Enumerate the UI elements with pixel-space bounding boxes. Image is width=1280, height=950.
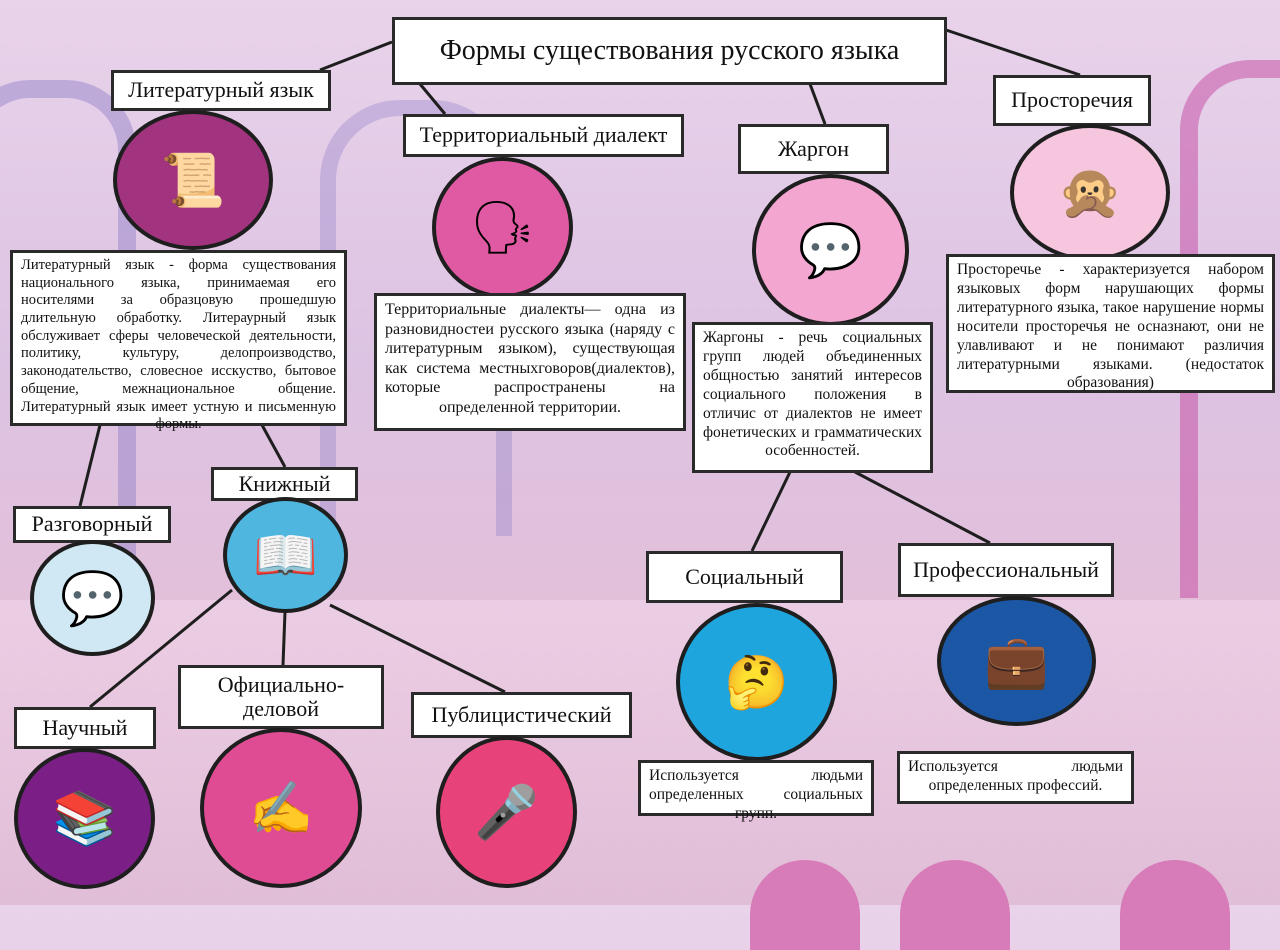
connector-line: [808, 83, 827, 125]
connector-line: [78, 424, 102, 507]
node-vernacular-description: Просторечье - характеризуется набором яз…: [946, 254, 1275, 393]
node-literary-label: Литературный язык: [111, 70, 331, 111]
connector-lines: [78, 28, 1081, 709]
connector-line: [945, 28, 1081, 77]
node-social-description: Используется людьми определенных социаль…: [638, 760, 874, 822]
book-letters-icon: 📚: [14, 748, 155, 889]
open-book-icon: 📖: [223, 497, 348, 613]
node-dialect-description: Территориальные диалекты— одна из разнов…: [374, 293, 686, 431]
node-journalistic-label: Публицистический: [411, 692, 632, 738]
page-title: Формы существования русского языка: [392, 17, 947, 85]
node-jargon-description: Жаргоны - речь социальных групп людей об…: [692, 322, 933, 473]
node-jargon-label: Жаргон: [738, 124, 889, 174]
node-bookish-label: Книжный: [211, 467, 358, 501]
connector-line: [418, 83, 447, 115]
scrolls-quill-icon: 📜: [113, 110, 273, 250]
people-talking-icon: 🗣: [432, 157, 573, 298]
node-dialect-label: Территориальный диалект: [403, 114, 684, 157]
signing-document-icon: ✍: [200, 728, 362, 888]
girl-thinking-icon: 🤔: [676, 603, 837, 761]
node-professional-description: Используется людьми определенных професс…: [897, 751, 1134, 804]
connector-line: [89, 588, 233, 709]
connector-line: [854, 470, 991, 545]
connector-line: [281, 611, 287, 666]
node-colloquial-label: Разговорный: [13, 506, 171, 543]
comic-girl-icon: 🙊: [1010, 124, 1170, 261]
connector-line: [319, 40, 393, 72]
node-social-label: Социальный: [646, 551, 843, 603]
node-professional-label: Профессиональный: [898, 543, 1114, 597]
office-workers-icon: 💼: [937, 596, 1096, 726]
node-scientific-label: Научный: [14, 707, 156, 749]
chat-people-icon: 💬: [30, 540, 155, 656]
connector-line: [329, 603, 506, 694]
newspapers-microphones-icon: 🎤: [436, 736, 577, 888]
node-literary-description: Литературный язык - форма существования …: [10, 250, 347, 432]
node-official-label: Официально-деловой: [178, 665, 384, 729]
connector-line: [260, 424, 287, 468]
connector-line: [750, 471, 792, 552]
comic-women-icon: 💬: [752, 174, 909, 326]
node-vernacular-label: Просторечия: [993, 75, 1151, 126]
